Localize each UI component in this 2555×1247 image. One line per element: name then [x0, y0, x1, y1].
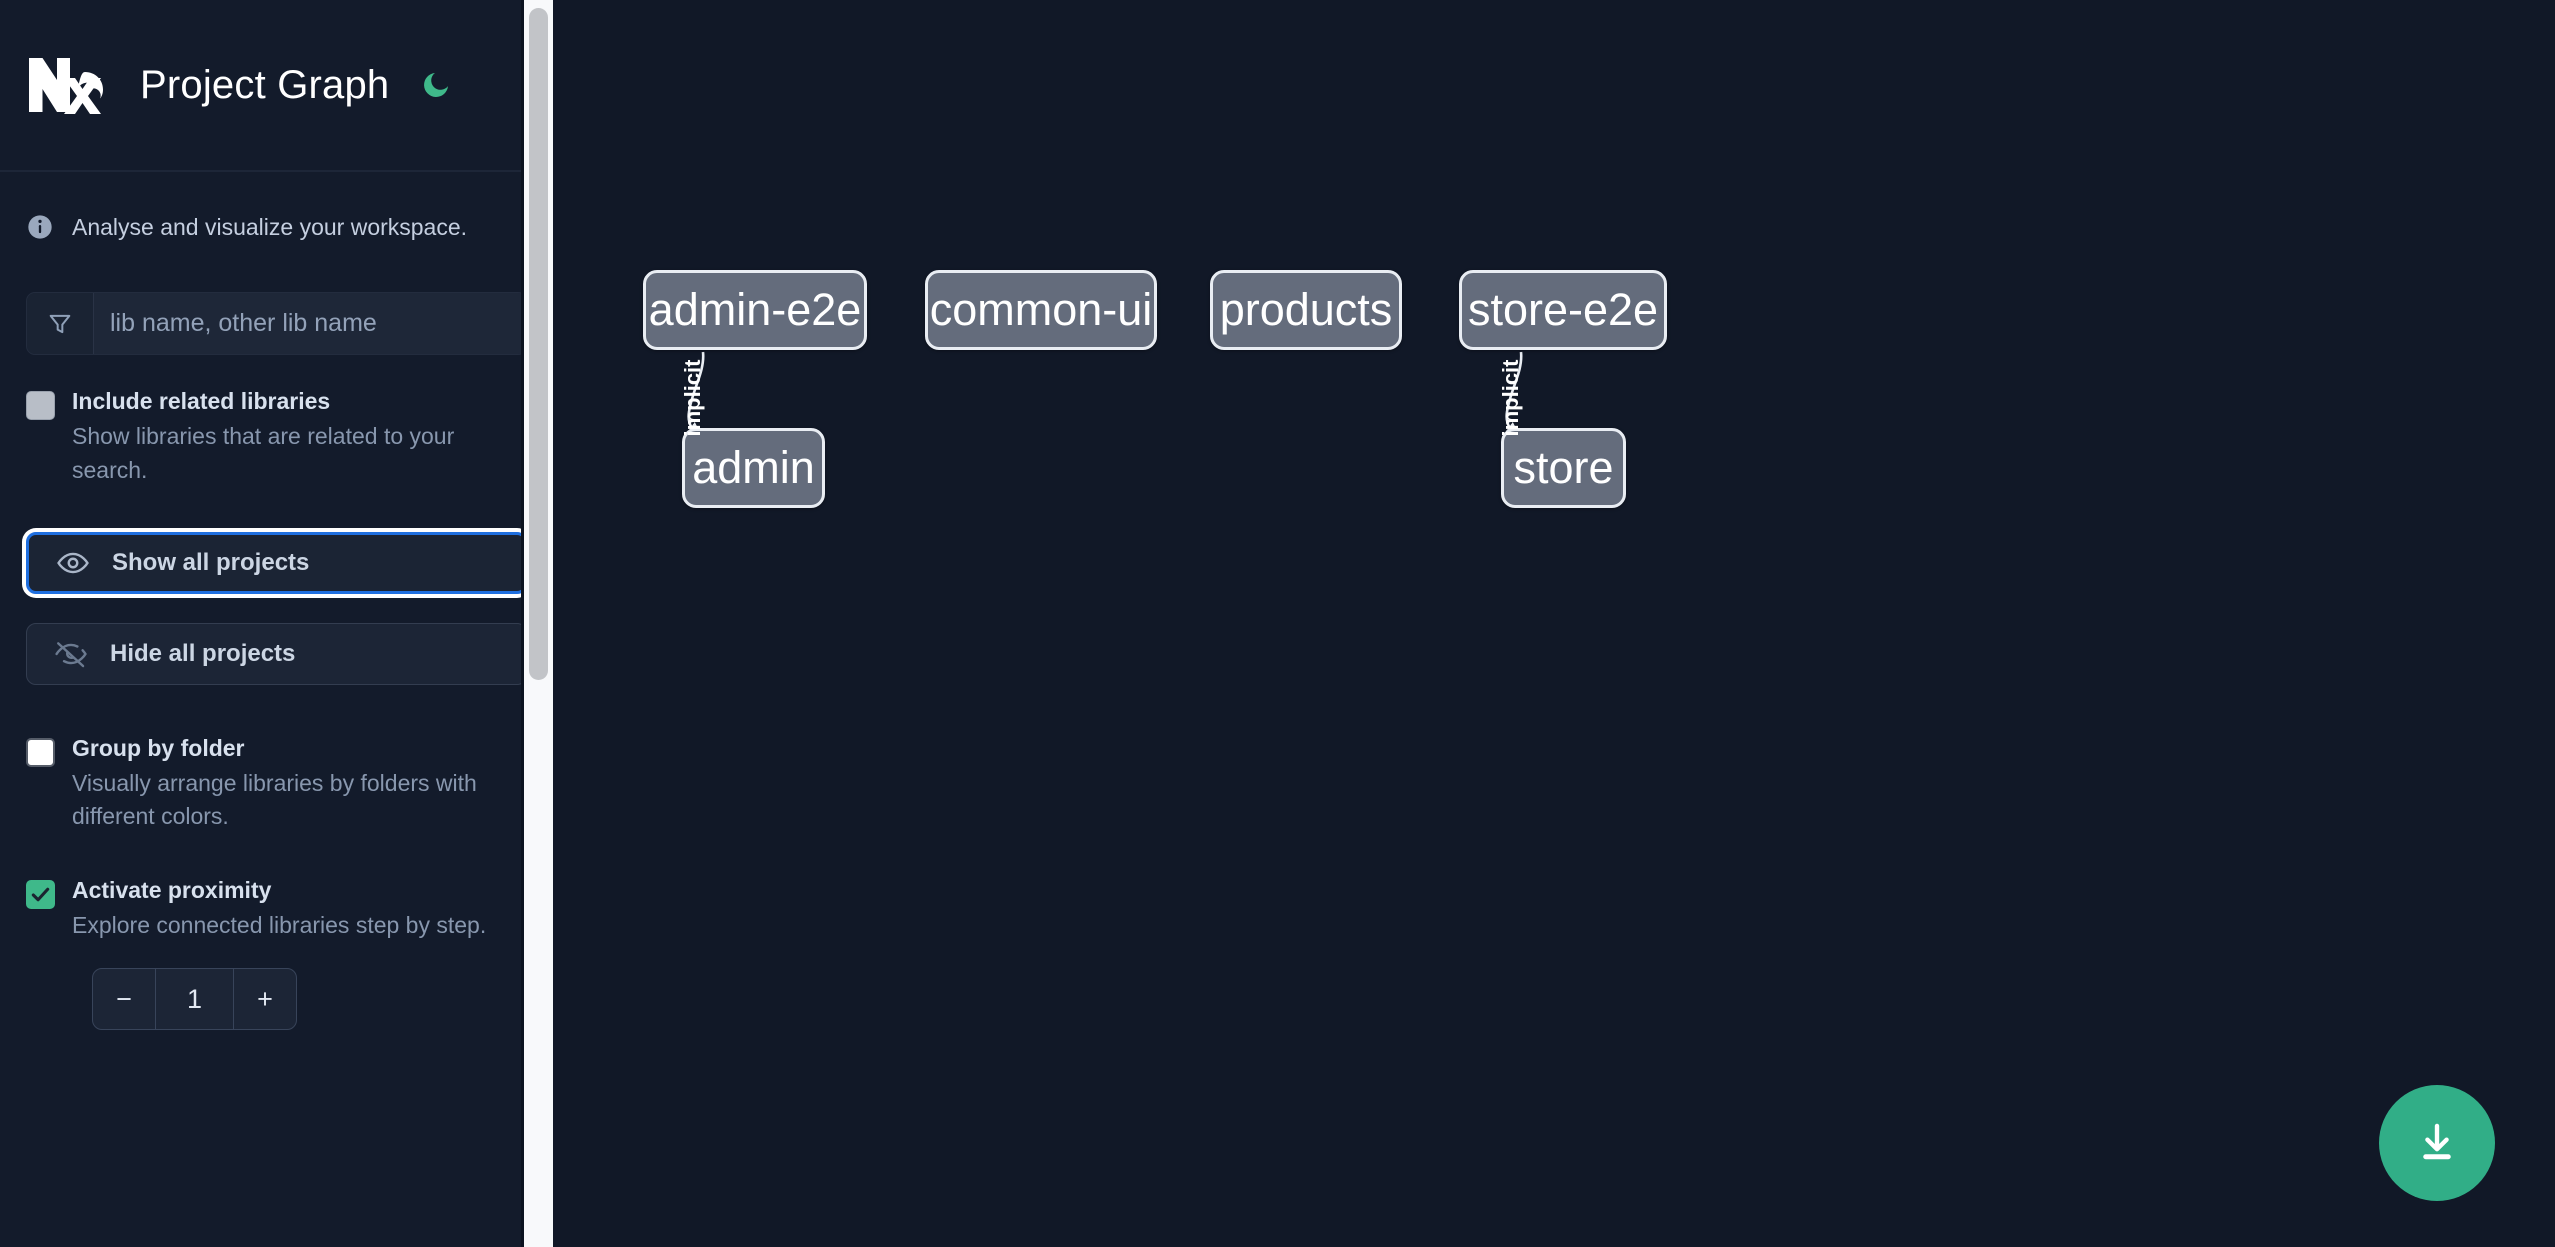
include-related-libraries-label: Include related libraries	[72, 388, 331, 414]
filter-search-input[interactable]	[94, 293, 526, 354]
graph-node-admin[interactable]: admin	[682, 428, 825, 508]
filter-search-box[interactable]	[26, 292, 527, 355]
graph-edges	[683, 351, 1523, 441]
group-by-folder-label: Group by folder	[72, 734, 245, 761]
sidebar-scrollbar[interactable]	[524, 0, 553, 1247]
group-by-folder-description: Visually arrange libraries by folders wi…	[72, 770, 477, 830]
sidebar-edge-divider	[521, 0, 524, 1247]
hide-all-projects-label: Hide all projects	[110, 639, 296, 667]
sidebar: Project Graph Analyse and visualize your…	[0, 0, 553, 1247]
proximity-value: 1	[186, 983, 203, 1014]
proximity-stepper[interactable]: − 1 +	[92, 968, 297, 1031]
activate-proximity-label: Activate proximity	[72, 876, 272, 903]
eye-off-icon	[54, 637, 88, 671]
graph-node-label: admin	[692, 442, 815, 493]
graph-node-label: store	[1513, 442, 1614, 493]
graph-node-label: products	[1219, 284, 1393, 335]
graph-node-products[interactable]: products	[1210, 270, 1402, 350]
proximity-decrement-button[interactable]: −	[93, 969, 156, 1030]
page-title: Project Graph	[140, 62, 390, 107]
filter-funnel-icon	[27, 293, 94, 354]
graph-canvas[interactable]: admin-e2e common-ui products store-e2e a…	[553, 0, 2555, 1247]
show-all-projects-button[interactable]: Show all projects	[26, 531, 527, 594]
edge-label-store-implicit: implicit	[1498, 359, 1523, 437]
graph-node-common-ui[interactable]: common-ui	[925, 270, 1157, 350]
checkbox-group-by-folder[interactable]: Group by folder Visually arrange librari…	[26, 732, 527, 834]
show-all-projects-label: Show all projects	[112, 548, 310, 576]
workspace-info-text: Analyse and visualize your workspace.	[72, 213, 468, 240]
checkbox-activate-proximity[interactable]: Activate proximity Explore connected lib…	[26, 874, 527, 943]
graph-node-admin-e2e[interactable]: admin-e2e	[643, 270, 867, 350]
sidebar-body: Analyse and visualize your workspace. In…	[0, 210, 553, 1031]
graph-node-label: store-e2e	[1467, 284, 1659, 335]
hide-all-projects-button[interactable]: Hide all projects	[26, 622, 527, 685]
moon-icon[interactable]	[415, 64, 457, 106]
edge-label-admin-implicit: implicit	[680, 359, 705, 437]
activate-proximity-checkbox[interactable]	[26, 879, 55, 909]
sidebar-scrollbar-thumb[interactable]	[529, 8, 548, 680]
nx-logo-icon	[26, 52, 118, 118]
sidebar-header: Project Graph	[0, 0, 553, 172]
group-by-folder-checkbox[interactable]	[26, 737, 55, 767]
activate-proximity-description: Explore connected libraries step by step…	[72, 911, 487, 938]
eye-icon	[56, 546, 90, 580]
graph-node-label: admin-e2e	[648, 284, 862, 335]
graph-node-label: common-ui	[929, 284, 1153, 335]
graph-node-store[interactable]: store	[1501, 428, 1626, 508]
graph-node-store-e2e[interactable]: store-e2e	[1459, 270, 1667, 350]
checkbox-include-related-libraries[interactable]: Include related libraries Show libraries…	[26, 385, 527, 487]
proximity-increment-button[interactable]: +	[233, 969, 296, 1030]
workspace-info: Analyse and visualize your workspace.	[26, 210, 527, 244]
include-related-libraries-checkbox[interactable]	[26, 391, 55, 420]
include-related-libraries-description: Show libraries that are related to your …	[72, 423, 455, 483]
download-graph-button[interactable]	[2379, 1085, 2495, 1201]
info-icon	[26, 213, 54, 241]
